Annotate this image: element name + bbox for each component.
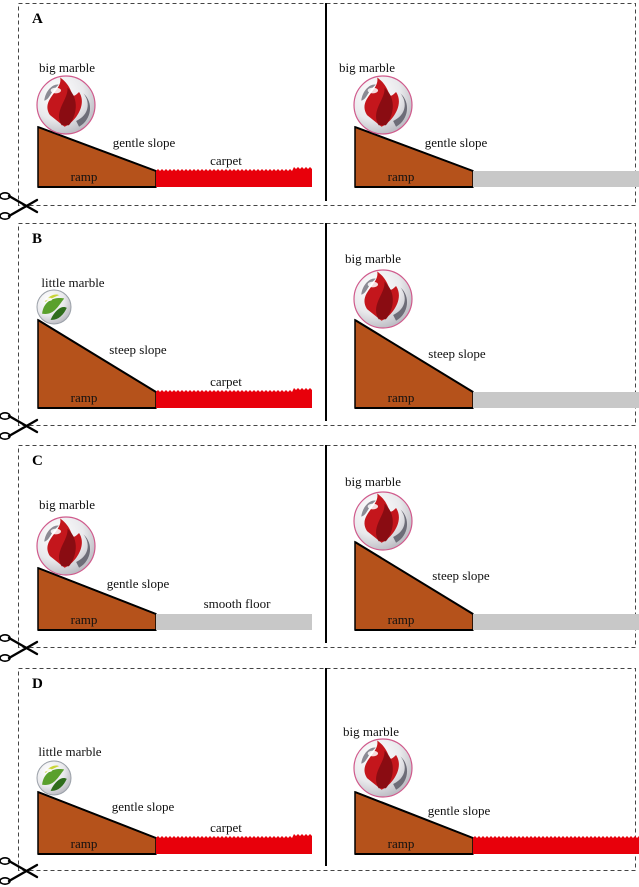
big-marble-icon: [36, 75, 96, 135]
ramp-label: ramp: [388, 612, 415, 627]
carpet-surface: [156, 167, 312, 187]
marble-label: big marble: [345, 251, 401, 266]
marble-label: big marble: [345, 474, 401, 489]
scissors-icon: [0, 192, 39, 220]
slope-label: gentle slope: [107, 576, 170, 591]
surface-label: carpet: [210, 820, 242, 835]
smooth-floor-surface: [473, 392, 639, 408]
smooth-floor-surface: [473, 614, 639, 630]
ramp-label: ramp: [388, 390, 415, 405]
panel-letter: C: [32, 453, 43, 469]
big-marble-icon: [353, 269, 413, 329]
slope-label: steep slope: [428, 346, 486, 361]
slope-label: gentle slope: [112, 799, 175, 814]
scene-left: ramp smooth floor gentle slope big marble: [36, 497, 312, 631]
slope-label: gentle slope: [428, 803, 491, 818]
big-marble-icon: [36, 516, 96, 576]
slope-label: steep slope: [432, 568, 490, 583]
smooth-floor-surface: [156, 614, 312, 630]
carpet-surface: [473, 836, 639, 854]
smooth-floor-surface: [473, 171, 639, 187]
scissors-icon: [0, 857, 39, 885]
ramp-label: ramp: [71, 169, 98, 184]
marble-label: little marble: [38, 744, 101, 759]
ramp-label: ramp: [71, 836, 98, 851]
marble-label: big marble: [339, 60, 395, 75]
panel-letter: A: [32, 11, 43, 27]
slope-label: steep slope: [109, 342, 167, 357]
surface-label: smooth floor: [204, 596, 271, 611]
panel-letter: D: [32, 676, 43, 692]
panel-letter: B: [32, 231, 42, 247]
ramp-label: ramp: [388, 169, 415, 184]
surface-label: carpet: [210, 374, 242, 389]
little-marble-icon: [36, 760, 72, 796]
scissors-icon: [0, 634, 39, 662]
marble-label: big marble: [39, 60, 95, 75]
scene-left: ramp carpet gentle slope little marble: [36, 744, 312, 855]
big-marble-icon: [353, 75, 413, 135]
scene-left: ramp carpet steep slope little marble: [36, 275, 312, 409]
surface-label: carpet: [210, 153, 242, 168]
big-marble-icon: [353, 738, 413, 798]
ramp-label: ramp: [71, 390, 98, 405]
slope-label: gentle slope: [425, 135, 488, 150]
marble-label: big marble: [39, 497, 95, 512]
slope-label: gentle slope: [113, 135, 176, 150]
ramp-label: ramp: [388, 836, 415, 851]
marble-label: little marble: [41, 275, 104, 290]
marble-label: big marble: [343, 724, 399, 739]
ramp-label: ramp: [71, 612, 98, 627]
scissors-icon: [0, 412, 39, 440]
little-marble-icon: [36, 289, 72, 325]
carpet-surface: [156, 388, 312, 408]
scene-left: ramp carpet gentle slope big marble: [36, 60, 312, 188]
carpet-surface: [156, 834, 312, 854]
big-marble-icon: [353, 491, 413, 551]
